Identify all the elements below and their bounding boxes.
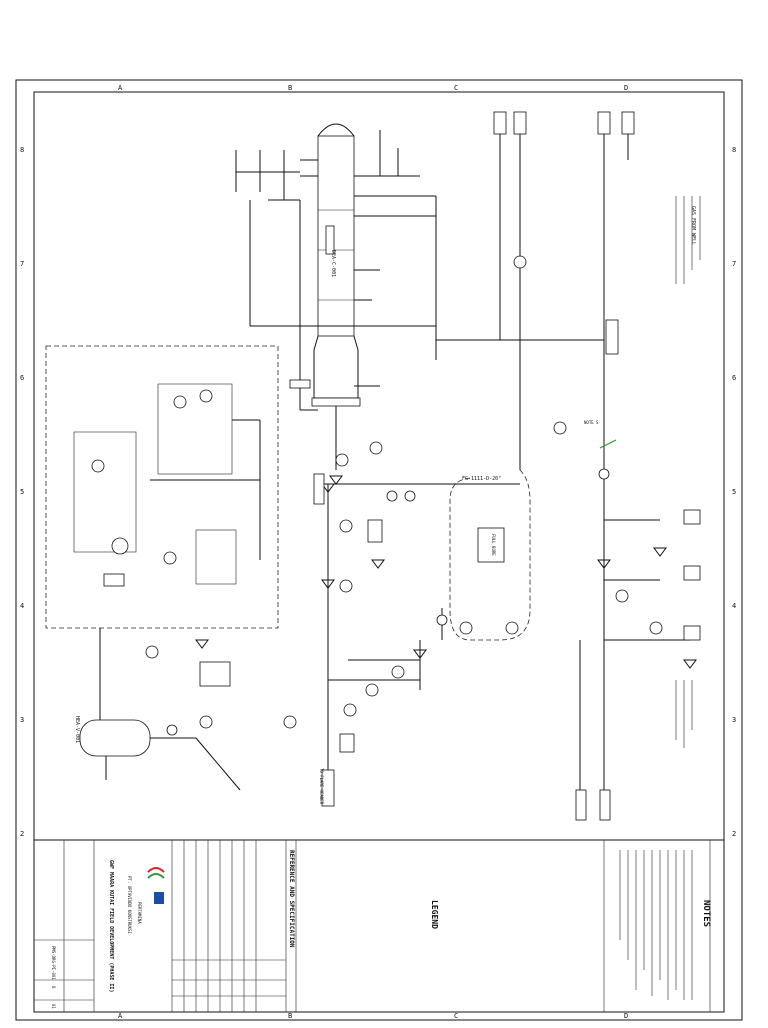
distillation-column: DEA-C-001 — [311, 123, 361, 407]
row-number: 8 — [20, 146, 24, 154]
gas-from-well-label: GAS FROM WELL — [690, 206, 696, 245]
drawing-title: GWF MAARA KUTAI FIELD DEVELOPMENT (PHASE… — [108, 860, 114, 992]
full-bore-loop: FULL BORE — [436, 469, 531, 641]
col-letter: C — [454, 1012, 458, 1020]
inner-border — [33, 91, 725, 1013]
col-letter: C — [454, 84, 458, 92]
column-bottom-instruments — [289, 379, 383, 485]
full-bore-label: FULL BORE — [491, 534, 496, 556]
lower-piping: TO FLARE HEADER — [283, 640, 427, 807]
row-number: 6 — [732, 374, 736, 382]
reference-heading: REFERENCE AND SPECIFICATION — [288, 850, 295, 948]
company-name: PT. OPTAVINDO KONSTRUKSI — [127, 876, 132, 934]
outer-border — [15, 79, 743, 1021]
sheet-number: 8 — [51, 986, 56, 989]
col-letter: B — [288, 84, 292, 92]
revision: 01 — [51, 1004, 56, 1009]
row-number: 5 — [732, 488, 736, 496]
column-top-piping — [235, 130, 437, 411]
title-block: NOTES LEGEND REFERENCE AND SPECIFICATION… — [33, 839, 725, 1013]
doc-number: PMS-DRG-PI-001 — [51, 946, 56, 980]
col-letter: A — [118, 1012, 123, 1020]
column-tag: DEA-C-001 — [330, 250, 336, 277]
col-letter: D — [624, 1012, 628, 1020]
inlet-gas-lines: GAS FROM WELL — [436, 111, 696, 640]
notes-heading: NOTES — [701, 900, 711, 927]
tie-in-accent — [599, 439, 617, 449]
row-number: 3 — [20, 716, 24, 724]
row-number: 4 — [20, 602, 24, 610]
row-numbers-right: 8 7 6 5 4 3 2 — [732, 146, 736, 838]
legend-heading: LEGEND — [430, 900, 439, 929]
vessel-tag: HEA-V-001 — [74, 716, 80, 743]
row-number: 7 — [20, 260, 24, 268]
note-s-label: NOTE S — [584, 420, 599, 425]
knockout-vessel: HEA-V-001 — [74, 715, 241, 791]
row-number: 2 — [732, 830, 736, 838]
line-tag-main: FG-1111-D-20" — [462, 476, 501, 482]
col-letter: B — [288, 1012, 292, 1020]
row-number: 3 — [732, 716, 736, 724]
column-letters-bottom: A B C D — [118, 1012, 628, 1020]
row-numbers-left: 8 7 6 5 4 3 2 — [20, 146, 24, 838]
main-gas-header: FG-1111-D-20" — [313, 473, 520, 770]
right-instrument-chain: NOTE S — [553, 420, 701, 821]
column-letters-top: A B C D — [118, 84, 628, 92]
row-number: 5 — [20, 488, 24, 496]
control-skid — [45, 345, 279, 720]
row-number: 4 — [732, 602, 736, 610]
row-number: 2 — [20, 830, 24, 838]
col-letter: D — [624, 84, 628, 92]
row-number: 8 — [732, 146, 736, 154]
spec-text-block — [675, 196, 701, 748]
company-logo — [147, 867, 165, 904]
row-number: 6 — [20, 374, 24, 382]
to-flare-label: TO FLARE HEADER — [319, 768, 324, 805]
row-number: 7 — [732, 260, 736, 268]
client-name: PERTAMINA — [137, 902, 142, 924]
col-letter: A — [118, 84, 123, 92]
